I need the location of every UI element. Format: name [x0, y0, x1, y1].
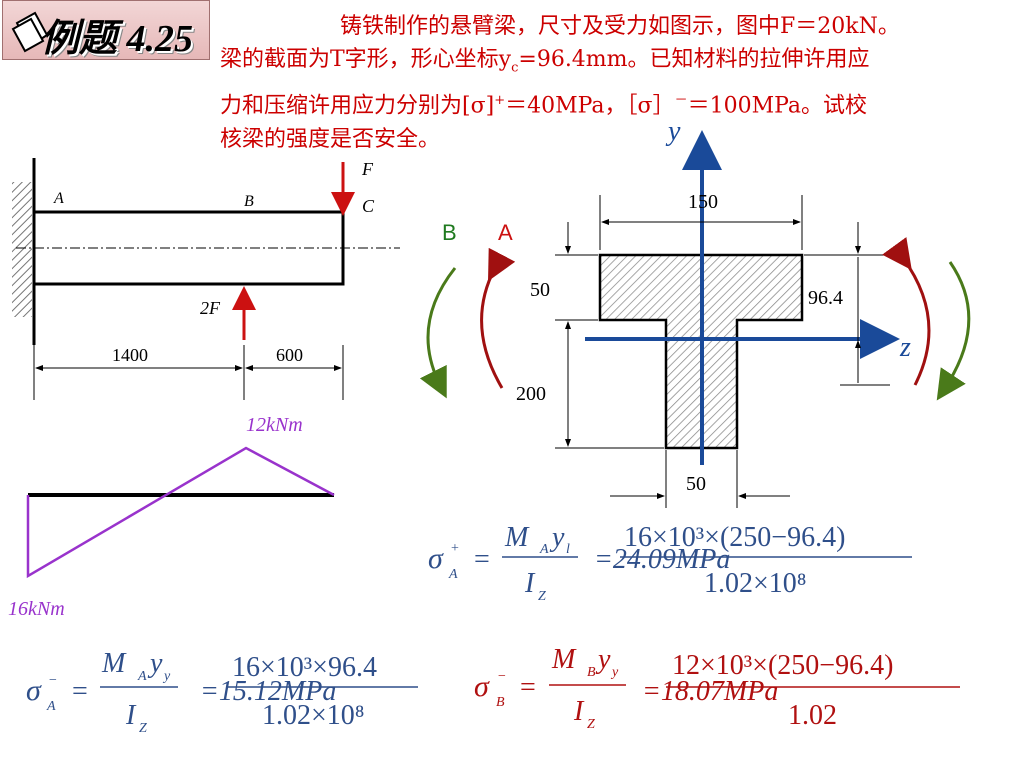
beam-label-A: A	[53, 190, 64, 207]
sigma-B-minus-num-M-sub: B	[587, 665, 596, 680]
sigma-B-minus-den: I	[573, 696, 585, 727]
moment-curve	[26, 446, 335, 579]
document-icon	[11, 11, 49, 53]
svg-text:σ: σ	[428, 542, 444, 575]
problem-statement: 铸铁制作的悬臂梁，尺寸及受力如图示，图中F＝20kN。 梁的截面为T字形，形心坐…	[220, 10, 1020, 156]
sigma-A-minus-num-y-sub: y	[162, 669, 171, 684]
z-axis-label: z	[899, 332, 911, 363]
svg-text:σ: σ	[26, 674, 42, 707]
load-F-label: F	[361, 159, 374, 179]
dim-flange-label: 50	[530, 279, 550, 301]
problem-line-3a: 力和压缩许用应力分别为[σ]	[220, 93, 495, 119]
sigma-A-plus-den: I	[524, 568, 536, 599]
formula-sigma-B-minus: σ B − = M B y y I Z 12×10³×(250−96.4) 1.…	[474, 644, 960, 732]
dim-left-label: 1400	[112, 345, 148, 365]
load-2F-label: 2F	[200, 298, 221, 318]
section-label-A: A	[498, 220, 513, 245]
sigma-A-plus-num-y-sub: l	[566, 542, 570, 557]
sigma-B-minus-result: =18.07MPa	[642, 676, 778, 707]
problem-line-4: 核梁的强度是否安全。	[220, 126, 441, 152]
moment-arrow-B-right	[936, 261, 971, 401]
cantilever-beam-diagram: A B C F 2F 1400 600	[12, 158, 400, 400]
problem-line-2-sub: c	[511, 60, 519, 76]
sigma-A-plus-calc-den: 1.02×10⁸	[704, 568, 807, 599]
problem-line-3c: ＝100MPa。试校	[687, 93, 868, 119]
sigma-A-minus-num-y: y	[147, 648, 163, 679]
formula-sigma-A-minus: σ A − = M A y y I Z 16×10³×96.4 1.02×10⁸…	[26, 648, 418, 736]
svg-text:σ: σ	[474, 670, 490, 703]
sigma-B-minus-den-sub: Z	[587, 717, 595, 732]
moment-max-negative-label: 16kNm	[8, 598, 65, 620]
sigma-A-plus-calc-num: 16×10³×(250−96.4)	[624, 522, 845, 553]
dim-right-label: 600	[276, 345, 303, 365]
beam-label-B: B	[244, 193, 254, 210]
problem-line-2b: =96.4mm。已知材料的拉伸许用应	[518, 47, 870, 72]
t-cross-section: y z 150 50 200 96.4 50 B A	[419, 116, 971, 508]
sigma-A-minus-calc-num: 16×10³×96.4	[232, 652, 377, 683]
sigma-B-minus-calc-den: 1.02	[788, 700, 837, 731]
section-label-B: B	[442, 220, 457, 245]
sigma-A-plus-num-y: y	[549, 522, 565, 553]
moment-max-positive-label: 12kNm	[246, 414, 303, 436]
sigma-A-minus-result: =15.12MPa	[200, 676, 336, 707]
dim-width-label: 150	[688, 191, 718, 213]
problem-line-3-sup2: －	[674, 93, 688, 109]
t-section-shape	[598, 253, 804, 450]
svg-text:=: =	[520, 672, 536, 703]
sigma-A-plus-den-sub: Z	[538, 589, 546, 604]
beam-body	[32, 210, 345, 286]
sigma-A-plus-sub: A	[448, 567, 458, 582]
problem-line-1: 铸铁制作的悬臂梁，尺寸及受力如图示，图中F＝20kN。	[340, 14, 900, 39]
fixed-wall	[12, 182, 32, 317]
sigma-A-minus-sup: −	[49, 673, 57, 688]
example-title: 例题 4.25	[41, 18, 194, 60]
sigma-A-minus-sub: A	[46, 699, 56, 714]
sigma-B-minus-num-y-sub: y	[610, 665, 619, 680]
svg-text:=: =	[72, 676, 88, 707]
sigma-A-minus-den: I	[125, 700, 137, 731]
sigma-B-minus-sub: B	[496, 695, 505, 710]
dim-yc-label: 96.4	[808, 287, 843, 309]
sigma-A-plus-num-M: M	[504, 522, 530, 553]
problem-line-3-sup1: +	[494, 93, 506, 109]
moment-arrow-A-left	[480, 247, 516, 389]
dim-web-height-label: 200	[516, 383, 546, 405]
sigma-A-minus-calc-den: 1.02×10⁸	[262, 700, 365, 731]
example-title-badge: 例题 4.25	[2, 0, 210, 60]
sigma-A-plus-result: =24.09MPa	[594, 544, 730, 575]
problem-line-2a: 梁的截面为T字形，形心坐标y	[220, 47, 512, 72]
moment-arrow-A-right	[882, 237, 931, 386]
sigma-B-minus-calc-num: 12×10³×(250−96.4)	[672, 650, 893, 681]
sigma-A-plus-num-M-sub: A	[539, 542, 549, 557]
sigma-A-plus-sup: +	[451, 541, 459, 556]
beam-label-C: C	[362, 196, 375, 216]
formula-sigma-A-plus: σ A + = M A y l I Z 16×10³×(250−96.4) 1.…	[428, 522, 912, 604]
sigma-A-minus-den-sub: Z	[139, 721, 147, 736]
dim-web-width-label: 50	[686, 473, 706, 495]
bending-moment-diagram: 12kNm 16kNm	[8, 414, 335, 620]
sigma-B-minus-sup: −	[498, 669, 506, 684]
moment-arrow-B-left	[419, 267, 457, 399]
sigma-A-minus-num-M-sub: A	[137, 669, 147, 684]
problem-line-3b: ＝40MPa，［σ］	[505, 93, 675, 119]
sigma-A-minus-num-M: M	[101, 648, 127, 679]
sigma-B-minus-num-y: y	[595, 644, 611, 675]
sigma-B-minus-num-M: M	[551, 644, 577, 675]
svg-text:=: =	[474, 544, 490, 575]
